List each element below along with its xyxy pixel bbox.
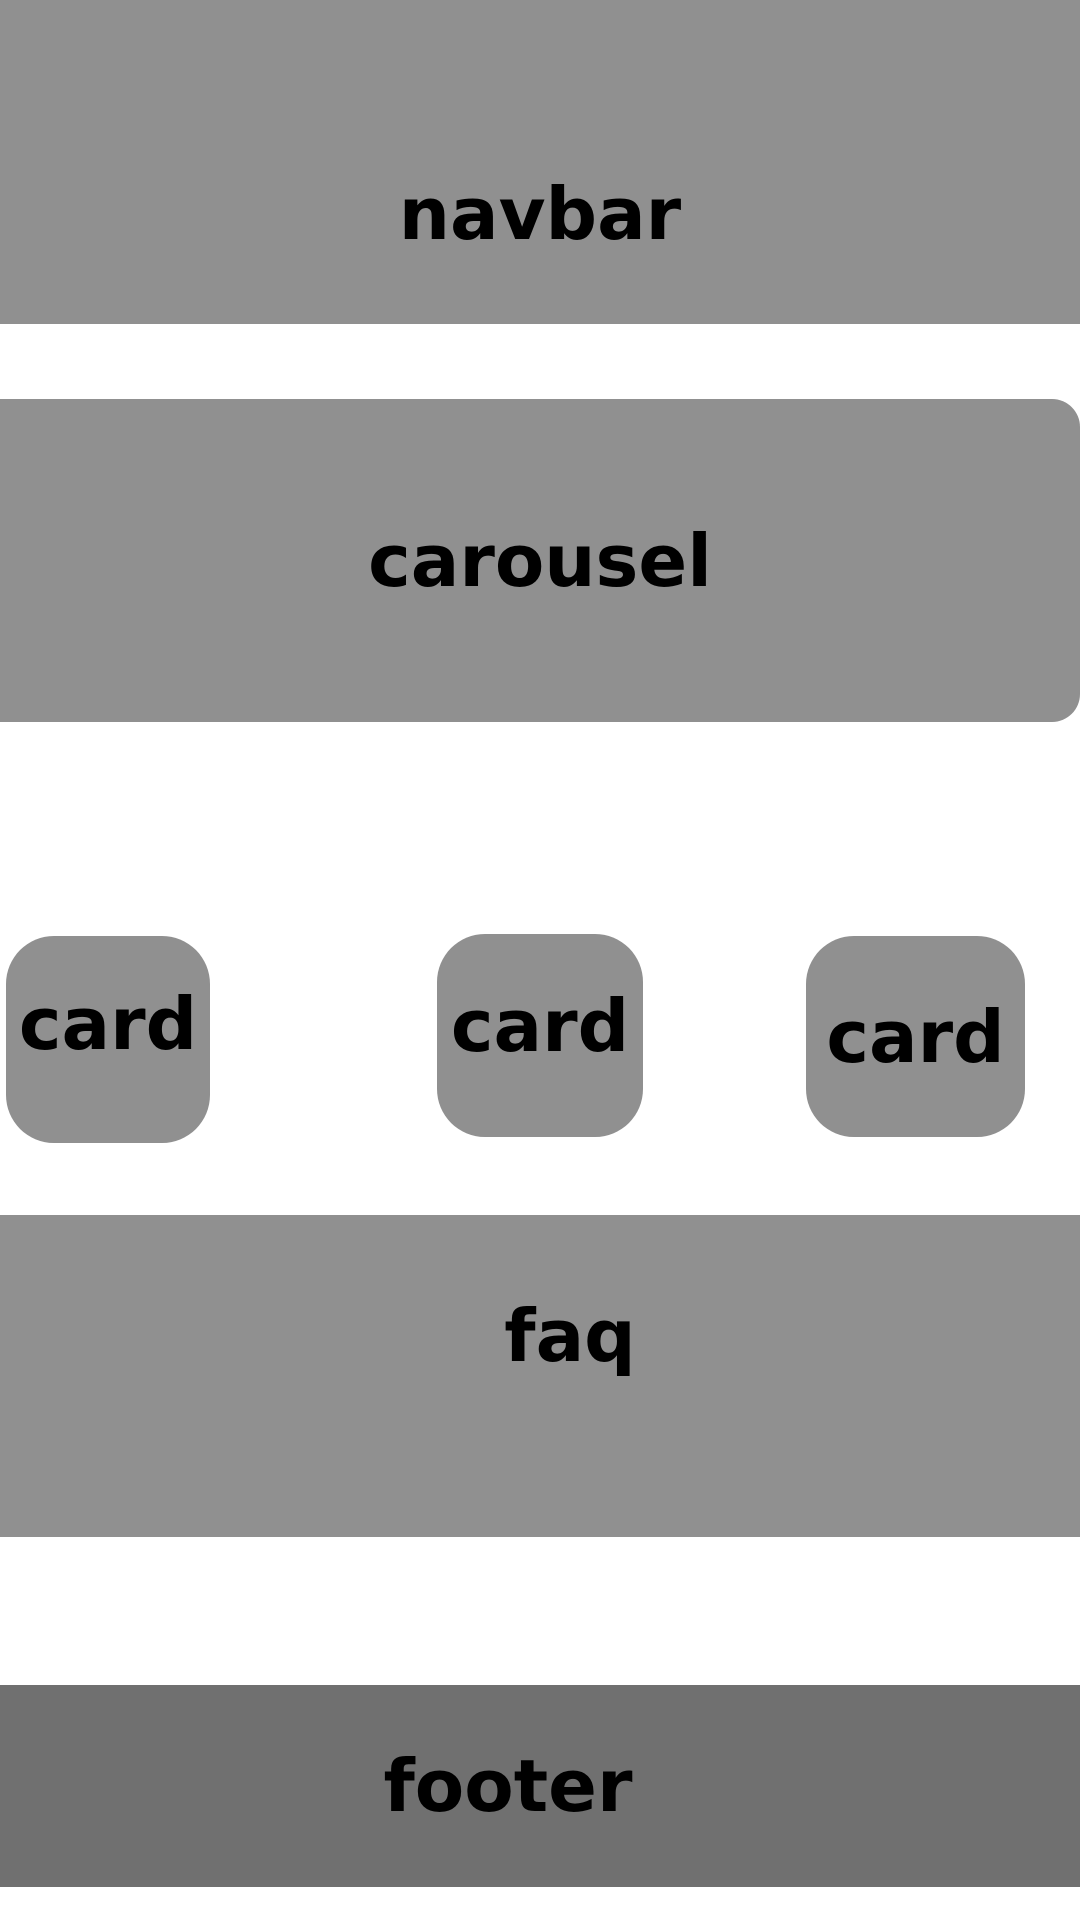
faq-section: faq (0, 1215, 1080, 1537)
card[interactable]: card (806, 936, 1025, 1137)
carousel[interactable]: carousel (0, 399, 1080, 722)
footer-label: footer (383, 1744, 633, 1828)
card-label: card (18, 981, 198, 1066)
card[interactable]: card (6, 936, 210, 1143)
navbar: navbar (0, 0, 1080, 324)
card[interactable]: card (437, 934, 643, 1137)
footer: footer (0, 1685, 1080, 1887)
card-label: card (826, 994, 1005, 1079)
navbar-label: navbar (398, 172, 682, 256)
faq-label: faq (504, 1294, 636, 1378)
carousel-label: carousel (368, 518, 712, 603)
card-label: card (450, 983, 630, 1068)
